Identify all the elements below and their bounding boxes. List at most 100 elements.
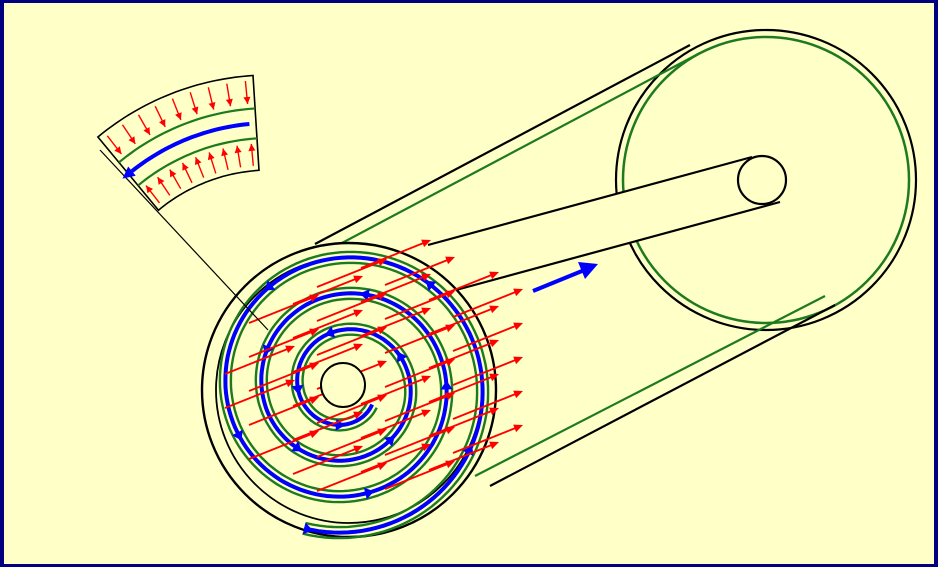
- feed-arrowhead: [513, 390, 523, 399]
- inset-feed-arrowhead: [175, 112, 182, 120]
- feed-flow-arrows: [224, 239, 523, 492]
- inset-feed-arrowhead: [207, 152, 215, 161]
- permeate-arrowhead: [384, 436, 395, 447]
- feed-arrowhead: [513, 322, 523, 331]
- tube-outflow-shaft: [532, 269, 583, 293]
- feed-arrow-shaft: [360, 377, 426, 405]
- permeate-arrowhead: [291, 441, 302, 452]
- inset-pointer-line: [99, 149, 269, 331]
- feed-arrow-shaft: [248, 398, 314, 426]
- feed-arrow-shaft: [384, 462, 450, 490]
- feed-arrow-shaft: [428, 307, 494, 335]
- feed-arrow-shaft: [292, 311, 358, 339]
- feed-arrowhead: [513, 288, 523, 297]
- feed-arrow-shaft: [428, 409, 494, 437]
- feed-arrowhead: [445, 358, 455, 367]
- feed-arrowhead: [421, 273, 431, 282]
- feed-arrow-shaft: [428, 341, 494, 369]
- feed-arrow-shaft: [428, 273, 494, 301]
- inset-membrane-outer: [118, 107, 256, 164]
- feed-arrowhead: [421, 409, 431, 418]
- module-core: [320, 362, 366, 408]
- feed-arrow-shaft: [316, 328, 382, 356]
- figure-background: [4, 3, 934, 564]
- permeate-arrowhead: [302, 522, 313, 535]
- feed-arrow-shaft: [360, 275, 426, 303]
- feed-arrowhead: [377, 258, 387, 267]
- feed-arrowhead: [489, 339, 499, 348]
- feed-arrowhead: [421, 443, 431, 452]
- feed-arrowhead: [489, 305, 499, 314]
- feed-arrow-shaft: [316, 294, 382, 322]
- feed-arrowhead: [445, 460, 455, 469]
- feed-arrow-shaft: [452, 358, 518, 386]
- inset-feed-arrowhead: [143, 127, 150, 135]
- feed-arrow-shaft: [292, 345, 358, 373]
- feed-arrow-shaft: [360, 411, 426, 439]
- feed-arrowhead: [421, 239, 431, 248]
- feed-arrow-shaft: [384, 326, 450, 354]
- feed-arrowhead: [445, 324, 455, 333]
- permeate-arrowhead: [440, 380, 453, 390]
- feed-arrowhead: [309, 430, 319, 439]
- inset-membrane-inner: [137, 137, 258, 187]
- feed-arrow-shaft: [428, 443, 494, 471]
- permeate-arrowhead: [324, 326, 336, 338]
- permeate-arrowhead: [359, 289, 370, 301]
- feed-arrow-shaft: [428, 375, 494, 403]
- inset-feed-arrowhead: [146, 185, 153, 194]
- inset-feed-arrowhead: [208, 102, 216, 110]
- feed-arrowhead: [353, 445, 363, 454]
- back-end-cap: [614, 28, 918, 332]
- tube-top-edge: [427, 155, 753, 247]
- inset-feed-arrows: [106, 81, 256, 204]
- feed-arrowhead: [309, 362, 319, 371]
- feed-arrowhead: [445, 426, 455, 435]
- feed-arrow-shaft: [360, 445, 426, 473]
- feed-arrow-shaft: [316, 430, 382, 458]
- feed-arrow-shaft: [224, 347, 290, 375]
- permeate-spiral-channel: [223, 255, 485, 535]
- feed-arrowhead: [377, 292, 387, 301]
- permeate-arrowhead: [397, 351, 408, 363]
- feed-arrow-shaft: [248, 364, 314, 392]
- permeate-arrowhead: [363, 487, 375, 500]
- spiral-wound-module-diagram: [96, 28, 918, 540]
- feed-arrowhead: [445, 256, 455, 265]
- inset-feed-arrowhead: [195, 157, 202, 165]
- feed-arrowhead: [309, 294, 319, 303]
- feed-arrowhead: [353, 275, 363, 284]
- core-tube-opening: [320, 362, 366, 408]
- feed-arrowhead: [353, 309, 363, 318]
- feed-arrowhead: [309, 396, 319, 405]
- feed-arrow-shaft: [292, 447, 358, 475]
- feed-arrowhead: [421, 375, 431, 384]
- inset-permeate-arrowhead: [122, 166, 136, 179]
- feed-arrow-shaft: [292, 413, 358, 441]
- feed-arrowhead: [285, 345, 295, 354]
- feed-arrow-shaft: [452, 290, 518, 318]
- inset-permeate-channel: [130, 122, 250, 173]
- feed-arrowhead: [513, 424, 523, 433]
- feed-arrowhead: [377, 360, 387, 369]
- feed-arrow-shaft: [248, 432, 314, 460]
- feed-arrow-shaft: [452, 392, 518, 420]
- membrane-section-inset: [96, 74, 260, 212]
- inset-feed-arrowhead: [128, 136, 136, 144]
- permeate-arrowhead: [425, 280, 437, 292]
- tube-outflow-arrowhead: [578, 262, 598, 279]
- inset-feed-arrowhead: [169, 169, 177, 178]
- shell-top-edge: [314, 44, 691, 245]
- permeate-collection-tube: [427, 154, 788, 292]
- inset-feed-arrowhead: [243, 96, 251, 104]
- permeate-arrowhead: [264, 280, 276, 291]
- inset-feed-arrowhead: [221, 148, 228, 157]
- membrane-bottom-edge: [474, 295, 826, 477]
- feed-arrowhead: [377, 394, 387, 403]
- inset-feed-arrowhead: [234, 145, 242, 154]
- feed-arrow-shaft: [384, 292, 450, 320]
- permeate-arrowhead: [232, 429, 243, 441]
- permeate-flow-arrows: [223, 255, 485, 535]
- feed-arrowhead: [489, 407, 499, 416]
- feed-arrow-shaft: [452, 426, 518, 454]
